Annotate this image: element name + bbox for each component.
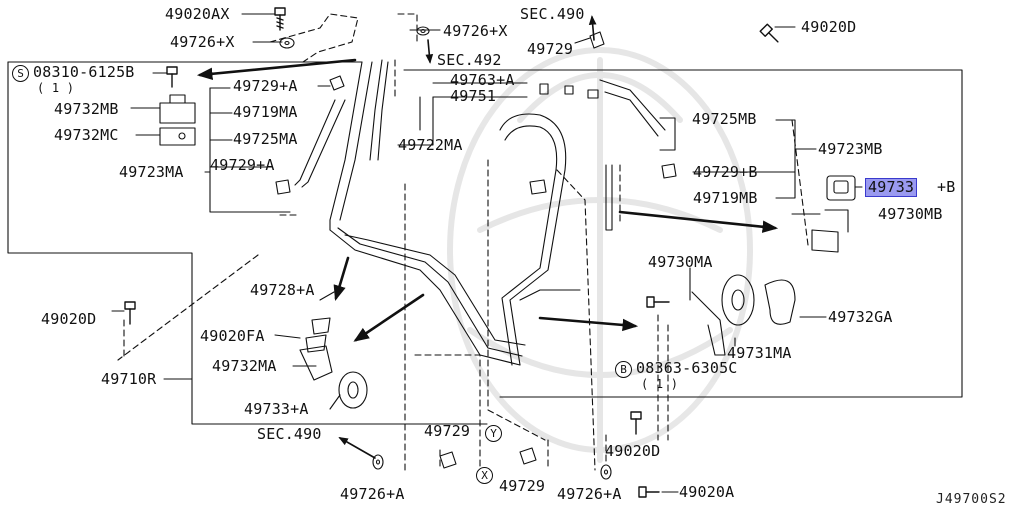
- washer-icon-group: [279, 26, 612, 480]
- bracket-icon: [299, 345, 333, 381]
- fitting-icon-group: [539, 83, 599, 99]
- part-label-49726a-left[interactable]: 49726+A: [340, 485, 405, 503]
- bolt-qty-b: ( 1 ): [641, 377, 679, 391]
- grommet-icon-group: [159, 94, 856, 409]
- washer-icon: [416, 26, 430, 36]
- part-label-49730mb[interactable]: 49730MB: [878, 205, 943, 223]
- bracket-icon: [811, 209, 849, 253]
- part-label-49728a[interactable]: 49728+A: [250, 281, 315, 299]
- part-label-49710r[interactable]: 49710R: [101, 370, 157, 388]
- part-label-49723ma[interactable]: 49723MA: [119, 163, 184, 181]
- part-label-49733a[interactable]: 49733+A: [244, 400, 309, 418]
- grommet-icon: [764, 279, 796, 325]
- part-label-49020a[interactable]: 49020A: [679, 483, 735, 501]
- bolt-icon: [638, 486, 660, 498]
- grommet-icon: [826, 175, 856, 201]
- group-outlines: [7, 61, 963, 425]
- part-label-49729-top[interactable]: 49729: [527, 40, 574, 58]
- part-label-49732mb[interactable]: 49732MB: [54, 100, 119, 118]
- part-label-49730ma[interactable]: 49730MA: [648, 253, 713, 271]
- marker-s: S: [12, 65, 29, 82]
- clamp-icon: [529, 179, 547, 195]
- clamp-icon-group: [275, 31, 677, 469]
- direction-arrows: [196, 15, 779, 459]
- marker-b: B: [615, 361, 632, 378]
- part-label-49719mb[interactable]: 49719MB: [693, 189, 758, 207]
- bolt-icon: [646, 296, 670, 308]
- part-label-49729a-mid[interactable]: 49729+A: [210, 156, 275, 174]
- part-label-49725ma[interactable]: 49725MA: [233, 130, 298, 148]
- grommet-icon: [311, 317, 331, 335]
- part-label-49732ga[interactable]: 49732GA: [828, 308, 893, 326]
- clamp-icon: [661, 163, 677, 179]
- section-ref-sec490-bottom[interactable]: SEC.490: [257, 425, 322, 443]
- clamp-icon: [439, 451, 457, 469]
- clamp-icon: [519, 447, 537, 465]
- part-label-49726x-left[interactable]: 49726+X: [170, 33, 235, 51]
- section-ref-sec490-top[interactable]: SEC.490: [520, 5, 585, 23]
- grommet-icon: [338, 371, 368, 409]
- hose-assembly: [294, 59, 666, 366]
- bolt-icon: [274, 7, 286, 31]
- part-label-49020d-top-right[interactable]: 49020D: [801, 18, 857, 36]
- bracket-icon-group: [299, 117, 849, 381]
- part-label-49722ma[interactable]: 49722MA: [398, 136, 463, 154]
- watermark-emblem: [447, 47, 753, 463]
- part-label-08310-6125b[interactable]: 08310-6125B: [33, 63, 135, 81]
- clamp-icon: [589, 31, 605, 49]
- washer-icon: [600, 464, 612, 480]
- part-label-49751[interactable]: 49751: [450, 87, 497, 105]
- part-label-49729-x[interactable]: 49729: [499, 477, 546, 495]
- part-label-49719ma[interactable]: 49719MA: [233, 103, 298, 121]
- marker-x: X: [476, 467, 493, 484]
- part-label-49733b-suffix: +B: [937, 178, 956, 196]
- part-label-49729b[interactable]: 49729+B: [693, 163, 758, 181]
- part-label-49729-y[interactable]: 49729: [424, 422, 471, 440]
- grommet-icon: [721, 274, 755, 326]
- fitting-icon: [564, 85, 574, 95]
- washer-icon: [279, 37, 295, 49]
- grommet-icon: [305, 334, 327, 353]
- part-label-49732mc[interactable]: 49732MC: [54, 126, 119, 144]
- part-label-49763a[interactable]: 49763+A: [450, 71, 515, 89]
- bolt-icon: [759, 23, 779, 43]
- grommet-icon: [159, 94, 196, 124]
- bracket-icon: [691, 291, 726, 356]
- washer-icon: [372, 454, 384, 470]
- marker-y: Y: [485, 425, 502, 442]
- leader-lines: [111, 13, 863, 493]
- part-label-49020d-left[interactable]: 49020D: [41, 310, 97, 328]
- fitting-icon: [539, 83, 549, 95]
- part-label-49020fa[interactable]: 49020FA: [200, 327, 265, 345]
- part-label-49725mb[interactable]: 49725MB: [692, 110, 757, 128]
- part-label-49020d-bottom[interactable]: 49020D: [605, 442, 661, 460]
- bolt-icon: [166, 66, 178, 88]
- bolt-icon-group: [124, 7, 779, 498]
- part-label-49726a-right[interactable]: 49726+A: [557, 485, 622, 503]
- part-label-49733b-highlighted[interactable]: 49733: [865, 178, 918, 197]
- part-label-49729a-top[interactable]: 49729+A: [233, 77, 298, 95]
- fitting-icon: [587, 89, 599, 99]
- bracket-icon: [659, 117, 676, 151]
- part-label-08363-6305c[interactable]: 08363-6305C: [636, 359, 738, 377]
- clamp-icon: [329, 75, 345, 91]
- part-label-49723mb[interactable]: 49723MB: [818, 140, 883, 158]
- bolt-icon: [630, 411, 642, 435]
- part-label-49731ma[interactable]: 49731MA: [727, 344, 792, 362]
- clamp-icon: [275, 179, 291, 195]
- part-label-49732ma[interactable]: 49732MA: [212, 357, 277, 375]
- section-ref-sec492[interactable]: SEC.492: [437, 51, 502, 69]
- grommet-icon: [159, 127, 196, 146]
- bolt-qty-s: ( 1 ): [37, 81, 75, 95]
- part-label-49020ax[interactable]: 49020AX: [165, 5, 230, 23]
- bolt-icon: [124, 301, 136, 325]
- part-label-49726x-right[interactable]: 49726+X: [443, 22, 508, 40]
- diagram-code: J49700S2: [936, 492, 1007, 507]
